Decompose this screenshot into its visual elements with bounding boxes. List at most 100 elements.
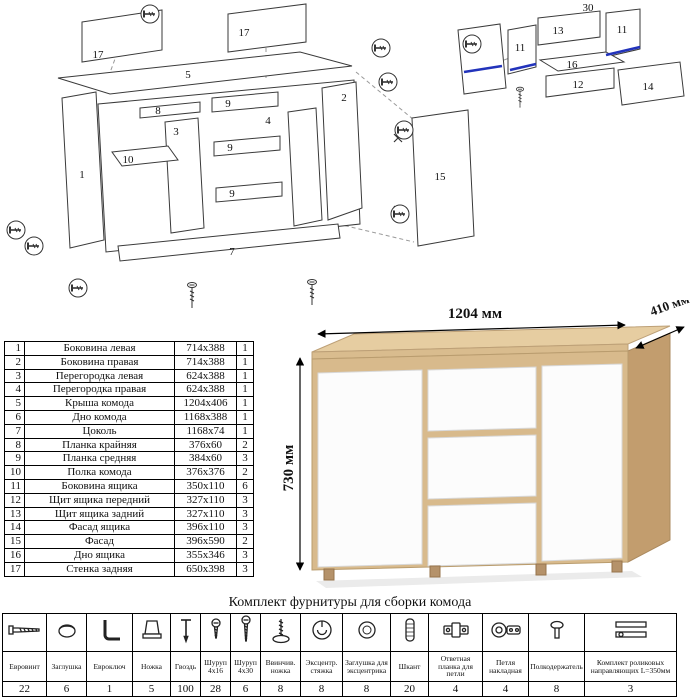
back-panel-right <box>227 3 307 53</box>
exploded-assembly-diagram: 17 17 5 1 8 3 9 4 2 9 10 9 7 15 13 11 11… <box>6 2 685 309</box>
cabinet-exploded-view <box>57 3 475 262</box>
dresser-image: 1204 мм 410 мм 730 мм <box>281 291 691 588</box>
dimension-lines <box>295 321 685 571</box>
rail-mount-panel <box>457 23 507 95</box>
euroscrew-icon <box>2 613 47 652</box>
hardware-item-qty: 6 <box>46 681 87 697</box>
rail-top <box>139 101 201 119</box>
part-label-17-right: 17 <box>239 27 251 39</box>
hinge-plate-icon <box>428 613 483 652</box>
drawer-dim-label: 30 <box>583 2 595 14</box>
partition-right <box>287 107 323 227</box>
hardware-item-qty: 28 <box>200 681 231 697</box>
hardware-item-qty: 8 <box>342 681 391 697</box>
hinge-icon <box>482 613 529 652</box>
nail-icon <box>170 613 201 652</box>
hardware-item-name: Петля накладная <box>482 651 529 682</box>
hardware-item-name: Шуруп 4x16 <box>200 651 231 682</box>
hardware-kit-title: Комплект фурнитуры для сборки комода <box>228 595 472 610</box>
drawer-front-1 <box>427 366 537 432</box>
hardware-item-qty: 3 <box>584 681 677 697</box>
hinge-marks <box>393 133 403 215</box>
top-panel <box>57 51 353 95</box>
drawer-rails-icon <box>584 613 677 652</box>
partition-left <box>164 117 205 234</box>
drawer-rails-highlight <box>463 45 641 74</box>
hardware-item-qty: 6 <box>230 681 261 697</box>
dimension-depth: 410 мм <box>648 300 691 319</box>
drawer-front-panel <box>545 67 615 98</box>
drawer-rail-1 <box>211 91 279 113</box>
hardware-item-name: Ответная планка для петли <box>428 651 483 682</box>
part-label-9b: 9 <box>227 142 233 154</box>
hardware-item-name: Шкант <box>390 651 429 682</box>
part-label-12: 12 <box>573 79 584 91</box>
drawer-facade-panel <box>617 61 685 106</box>
adjustable-leg-icon <box>260 613 301 652</box>
hardware-item-name: Евроключ <box>86 651 133 682</box>
part-label-11-right: 11 <box>617 24 628 36</box>
shelf-panel <box>111 145 179 167</box>
part-label-9c: 9 <box>229 188 235 200</box>
leg-icon <box>132 613 171 652</box>
hardware-item-qty: 1 <box>86 681 133 697</box>
product-render: 1204 мм 410 мм 730 мм <box>280 291 700 595</box>
hardware-item-name: Ножка <box>132 651 171 682</box>
hardware-item-qty: 5 <box>132 681 171 697</box>
right-door-front <box>541 363 623 562</box>
hardware-callouts <box>6 4 524 309</box>
hardware-item-name: Шуруп 4x30 <box>230 651 261 682</box>
dimension-height: 730 мм <box>281 445 297 492</box>
drawer-front-3 <box>427 502 537 567</box>
part-label-17-left: 17 <box>93 49 105 61</box>
plinth-panel <box>117 223 341 262</box>
door-open-right <box>321 81 363 221</box>
part-label-4: 4 <box>265 115 271 127</box>
hardware-item-name: Евровинт <box>2 651 47 682</box>
dresser-legs <box>323 560 623 581</box>
left-door-front <box>317 369 423 568</box>
hardware-icons-row <box>2 613 677 652</box>
part-label-15: 15 <box>435 171 447 183</box>
floor-shadow <box>316 571 642 588</box>
left-side-panel <box>61 91 105 249</box>
hexkey-icon <box>86 613 133 652</box>
part-label-1: 1 <box>79 169 85 181</box>
hardware-item-qty: 100 <box>170 681 201 697</box>
part-label-11-left: 11 <box>515 42 526 54</box>
drawer-side-left-panel <box>507 24 537 75</box>
hardware-item-name: Ввинчив. ножка <box>260 651 301 682</box>
dimension-width: 1204 мм <box>448 306 502 322</box>
part-label-2: 2 <box>341 92 347 104</box>
hardware-item-qty: 8 <box>300 681 343 697</box>
dowel-icon <box>390 613 429 652</box>
drawer-bottom-panel <box>538 51 626 72</box>
screw-4x30-icon <box>230 613 261 652</box>
cam-lock-icon <box>300 613 343 652</box>
shelf-pin-icon <box>528 613 585 652</box>
hardware-item-qty: 8 <box>260 681 301 697</box>
cam-cover-icon <box>342 613 391 652</box>
facade-door-panel <box>411 109 475 247</box>
part-label-13: 13 <box>553 25 565 37</box>
part-label-10: 10 <box>123 154 135 166</box>
part-label-5: 5 <box>185 69 191 81</box>
part-label-3: 3 <box>173 126 179 138</box>
part-number-labels: 17 17 5 1 8 3 9 4 2 9 10 9 7 15 13 11 11… <box>79 2 654 258</box>
drawer-exploded-detail <box>457 8 685 106</box>
